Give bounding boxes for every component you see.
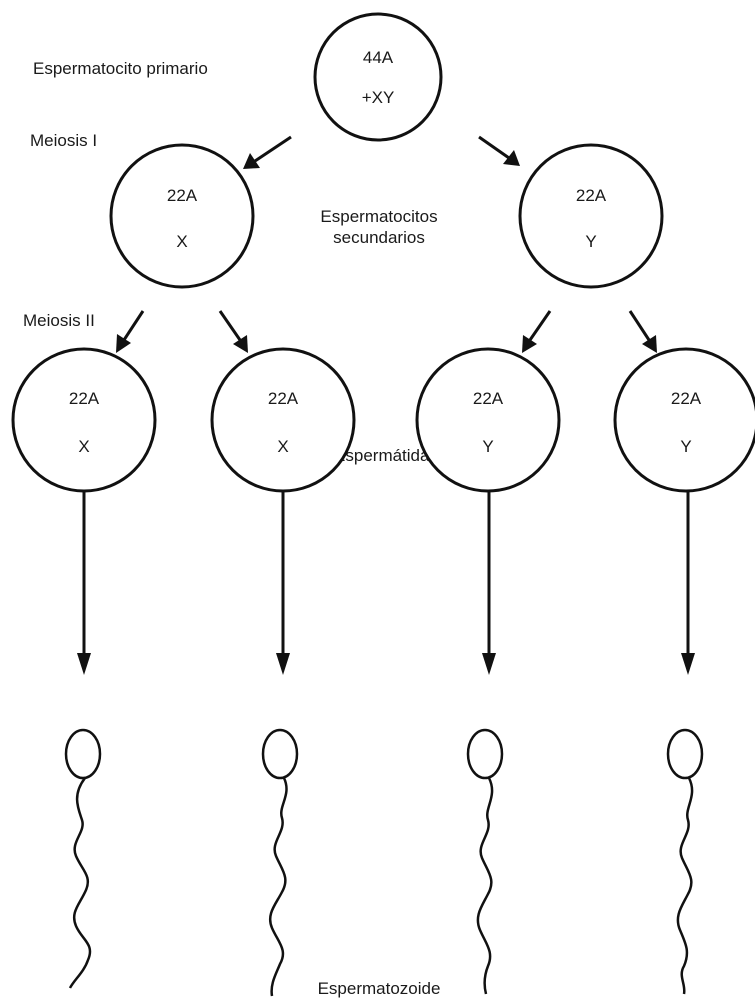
spermatozoon-4 [666,728,704,995]
spermatozoon-2 [261,728,299,997]
secondary-cell-x-autosomes: 22A [167,186,198,205]
maturation-arrow-2 [276,492,290,675]
spermatozoon-3-tail [476,777,494,995]
meiosis-ii-arrow-2 [218,310,248,353]
secondary-cell-x-sex-chromosome: X [176,232,187,251]
secondary-spermatocyte-cell-x: 22A X [109,143,255,289]
maturation-arrow-1 [77,492,91,675]
spermatozoon-3 [466,728,504,995]
spermatozoon-3-head [466,728,504,780]
spermatozoon-4-head [666,728,704,780]
spermatozoon-1-tail [68,777,92,989]
meiosis-ii-arrow-3 [522,310,552,353]
spermatid-3-sex-chromosome: Y [482,437,493,456]
label-secondary-line2: secundarios [333,228,425,247]
spermatozoon-2-head [261,728,299,780]
label-primary-spermatocyte: Espermatocito primario [33,59,208,78]
label-spermatids: Espermátidas [334,446,438,465]
maturation-arrow-3 [482,492,496,675]
label-spermatozoa: Espermatozoide [318,979,441,998]
meiosis-i-arrow-left [243,135,292,169]
primary-spermatocyte-cell: 44A +XY [313,12,443,142]
secondary-cell-y-autosomes: 22A [576,186,607,205]
spermatid-1-sex-chromosome: X [78,437,89,456]
spermatid-cell-4: 22A Y [613,347,755,493]
spermatid-4-autosomes: 22A [671,389,702,408]
label-secondary-line1: Espermatocitos [320,207,437,226]
spermatozoon-2-tail [268,777,288,997]
spermatid-cell-1: 22A X [11,347,157,493]
meiosis-ii-arrow-1 [116,310,145,353]
spermatid-3-autosomes: 22A [473,389,504,408]
spermatid-4-sex-chromosome: Y [680,437,691,456]
label-meiosis-i: Meiosis I [30,131,97,150]
spermatid-1-autosomes: 22A [69,389,100,408]
spermatid-cell-3: 22A Y [415,347,561,493]
spermatid-cell-2: 22A X [210,347,356,493]
primary-cell-autosomes: 44A [363,48,394,67]
spermatozoon-4-tail [676,777,694,995]
secondary-cell-y-sex-chromosome: Y [585,232,596,251]
meiosis-i-arrow-right [478,135,520,166]
secondary-spermatocyte-cell-y: 22A Y [518,143,664,289]
spermatid-2-autosomes: 22A [268,389,299,408]
spermatozoon-1-head [64,728,102,780]
meiosis-ii-arrow-4 [628,310,657,353]
primary-cell-sex-chromosomes: +XY [362,88,395,107]
spermatozoon-1 [64,728,102,989]
spermatid-2-sex-chromosome: X [277,437,288,456]
label-meiosis-ii: Meiosis II [23,311,95,330]
maturation-arrow-4 [681,492,695,675]
